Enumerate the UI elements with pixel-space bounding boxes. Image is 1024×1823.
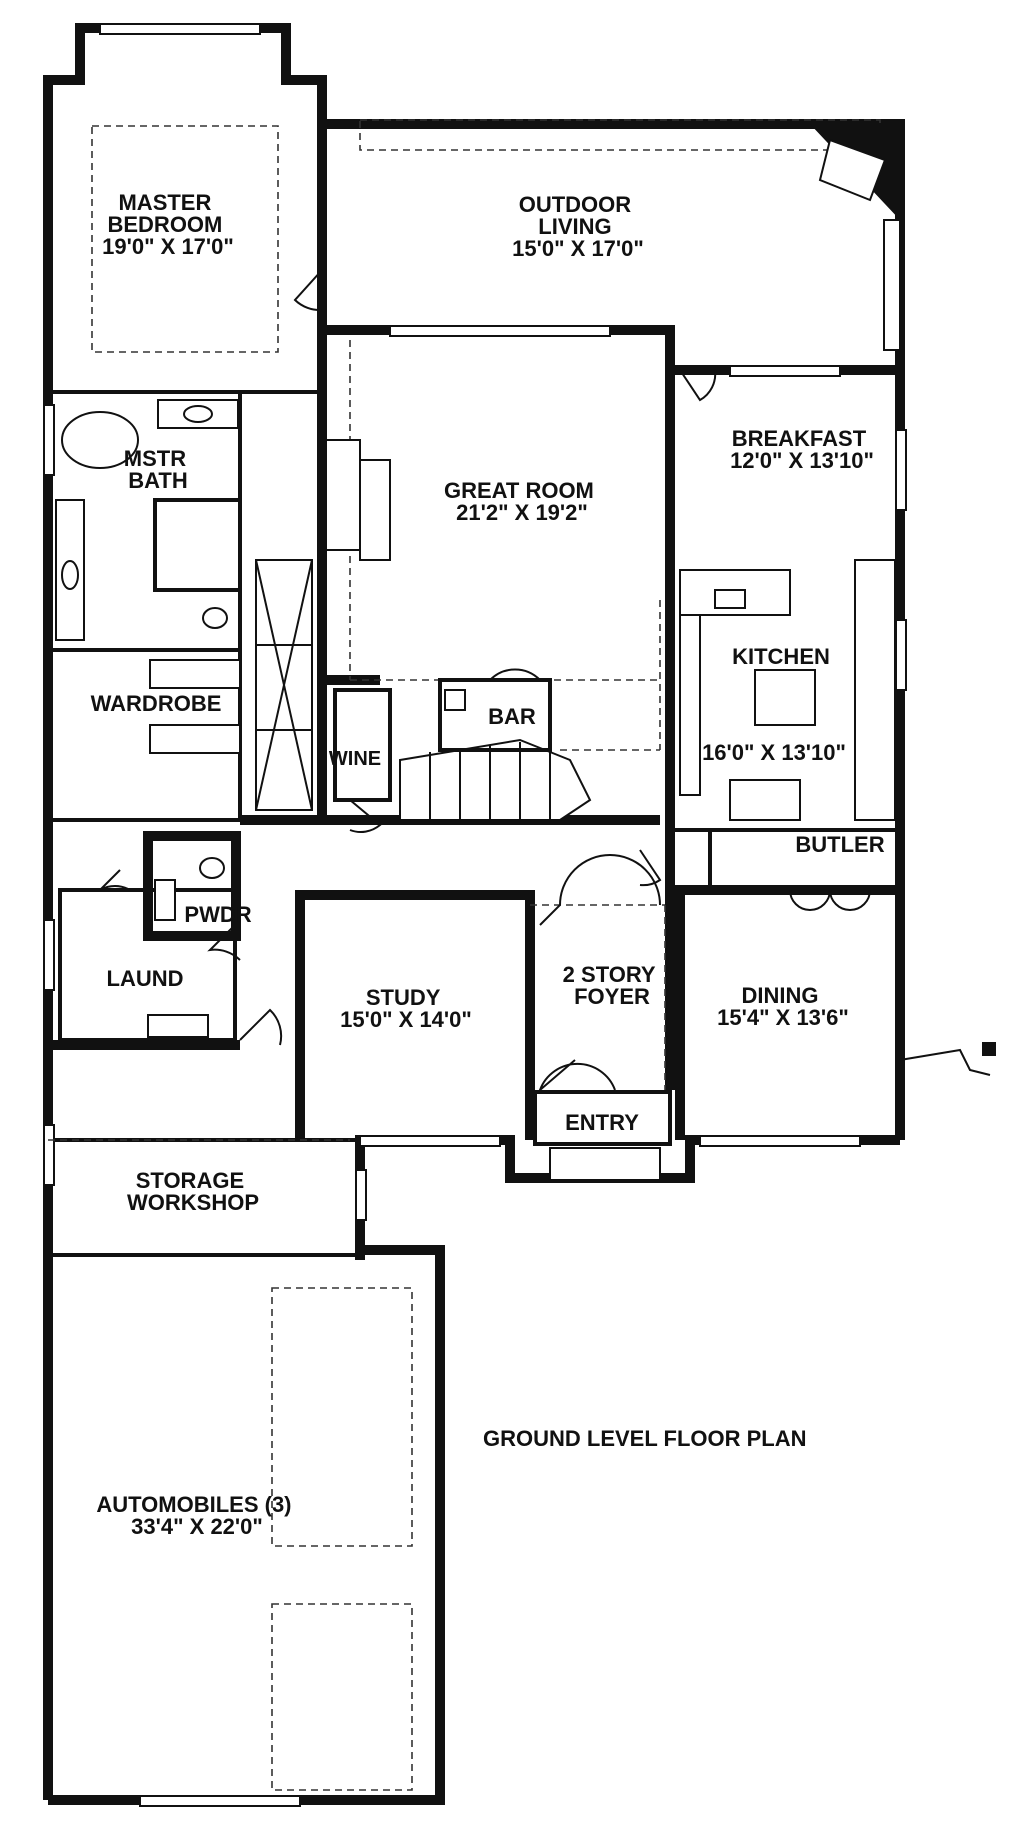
label-entry: ENTRY (565, 1110, 639, 1135)
label-kitchen: KITCHEN (732, 644, 830, 669)
label-storage-workshop: STORAGE WORKSHOP (127, 1168, 259, 1215)
door-swings (99, 269, 871, 1094)
dashed-outlines (48, 125, 666, 1791)
label-butler: BUTLER (795, 832, 884, 857)
label-bar: BAR (488, 704, 536, 729)
kitchen-fixtures (679, 559, 896, 821)
great-room-fireplace (325, 439, 391, 561)
outdoor-screen-window (883, 219, 901, 351)
label-mstr-bath: MSTR BATH (124, 446, 192, 493)
plan-title: GROUND LEVEL FLOOR PLAN (483, 1426, 807, 1451)
label-laund: LAUND (107, 966, 184, 991)
wardrobe-rods (149, 659, 241, 754)
label-wardrobe: WARDROBE (91, 691, 222, 716)
label-great-room: GREAT ROOM 21'2" X 19'2" (444, 478, 600, 525)
exterior-walkway-line (899, 1048, 991, 1076)
label-wine: WINE (329, 748, 381, 770)
label-breakfast: BREAKFAST 12'0" X 13'10" (730, 426, 874, 473)
label-dining: DINING 15'4" X 13'6" (717, 983, 849, 1030)
bath-fixtures (55, 399, 239, 1038)
exterior-post (982, 1042, 996, 1056)
label-automobiles: AUTOMOBILES (3) 33'4" X 22'0" (96, 1492, 297, 1539)
label-pwdr: PWDR (184, 902, 251, 927)
bar-wine-closets (333, 678, 552, 802)
label-kitchen-size: 16'0" X 13'10" (702, 740, 846, 765)
windows (43, 23, 907, 1807)
label-outdoor-living: OUTDOOR LIVING 15'0" X 17'0" (512, 192, 644, 261)
room-labels: MASTER BEDROOM 19'0" X 17'0" OUTDOOR LIV… (91, 190, 885, 1539)
label-master-bedroom: MASTER BEDROOM 19'0" X 17'0" (102, 190, 234, 259)
label-foyer: 2 STORY FOYER (563, 962, 662, 1009)
stairs (255, 559, 592, 821)
label-study: STUDY 15'0" X 14'0" (340, 985, 472, 1032)
fireplace-hearth (818, 138, 887, 202)
